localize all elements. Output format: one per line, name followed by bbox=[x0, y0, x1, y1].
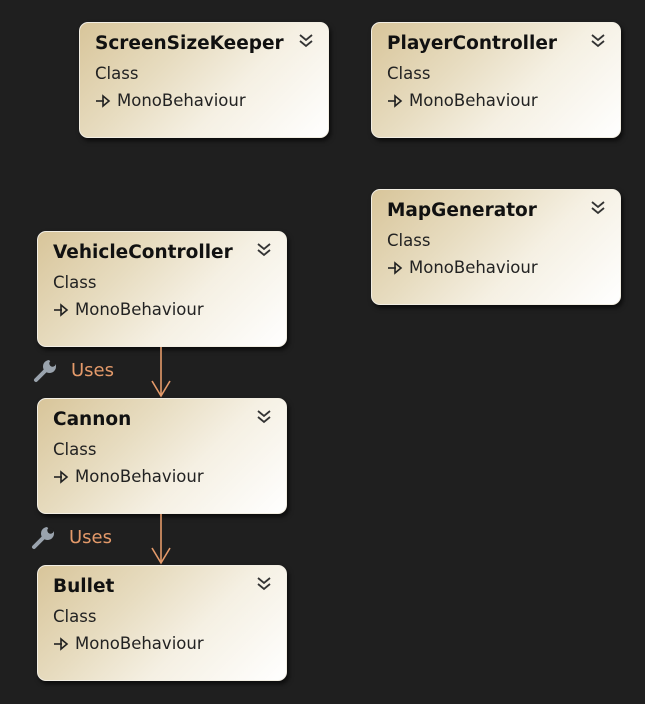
chevron-double-down-icon[interactable] bbox=[297, 32, 315, 50]
base-type-label: MonoBehaviour bbox=[75, 300, 204, 319]
chevron-double-down-icon[interactable] bbox=[255, 241, 273, 259]
chevron-double-down-icon[interactable] bbox=[589, 32, 607, 50]
chevron-double-down-icon[interactable] bbox=[255, 575, 273, 593]
association-arrow-vehicle-to-cannon[interactable] bbox=[151, 347, 171, 398]
inherit-arrow-icon bbox=[388, 93, 403, 108]
base-type-label: MonoBehaviour bbox=[409, 91, 538, 110]
class-box-player-controller[interactable]: PlayerController Class MonoBehaviour bbox=[371, 22, 621, 138]
class-kind: Class bbox=[387, 64, 431, 83]
class-name: VehicleController bbox=[53, 242, 233, 263]
base-type-label: MonoBehaviour bbox=[117, 91, 246, 110]
chevron-double-down-icon[interactable] bbox=[589, 199, 607, 217]
class-box-bullet[interactable]: Bullet Class MonoBehaviour bbox=[37, 565, 287, 681]
class-box-cannon[interactable]: Cannon Class MonoBehaviour bbox=[37, 398, 287, 514]
inherit-arrow-icon bbox=[54, 469, 69, 484]
uses-label: Uses bbox=[69, 526, 113, 548]
association-label-uses: Uses bbox=[33, 357, 114, 383]
class-base-type: MonoBehaviour bbox=[387, 91, 538, 110]
class-name: MapGenerator bbox=[387, 200, 537, 221]
association-label-uses: Uses bbox=[31, 524, 112, 550]
class-base-type: MonoBehaviour bbox=[95, 91, 246, 110]
class-box-vehicle-controller[interactable]: VehicleController Class MonoBehaviour bbox=[37, 231, 287, 347]
base-type-label: MonoBehaviour bbox=[409, 258, 538, 277]
inherit-arrow-icon bbox=[54, 636, 69, 651]
class-kind: Class bbox=[53, 607, 97, 626]
class-kind: Class bbox=[53, 273, 97, 292]
class-base-type: MonoBehaviour bbox=[53, 634, 204, 653]
class-kind: Class bbox=[387, 231, 431, 250]
inherit-arrow-icon bbox=[96, 93, 111, 108]
chevron-double-down-icon[interactable] bbox=[255, 408, 273, 426]
wrench-icon bbox=[32, 527, 54, 549]
class-name: Cannon bbox=[53, 409, 132, 430]
class-base-type: MonoBehaviour bbox=[53, 300, 204, 319]
association-arrow-cannon-to-bullet[interactable] bbox=[151, 514, 171, 565]
class-box-map-generator[interactable]: MapGenerator Class MonoBehaviour bbox=[371, 189, 621, 305]
inherit-arrow-icon bbox=[54, 302, 69, 317]
uses-label: Uses bbox=[71, 359, 115, 381]
base-type-label: MonoBehaviour bbox=[75, 467, 204, 486]
class-kind: Class bbox=[53, 440, 97, 459]
class-name: ScreenSizeKeeper bbox=[95, 33, 284, 54]
wrench-icon bbox=[34, 360, 56, 382]
inherit-arrow-icon bbox=[388, 260, 403, 275]
base-type-label: MonoBehaviour bbox=[75, 634, 204, 653]
class-box-screen-size-keeper[interactable]: ScreenSizeKeeper Class MonoBehaviour bbox=[79, 22, 329, 138]
class-kind: Class bbox=[95, 64, 139, 83]
class-name: Bullet bbox=[53, 576, 115, 597]
class-base-type: MonoBehaviour bbox=[387, 258, 538, 277]
class-base-type: MonoBehaviour bbox=[53, 467, 204, 486]
class-name: PlayerController bbox=[387, 33, 558, 54]
